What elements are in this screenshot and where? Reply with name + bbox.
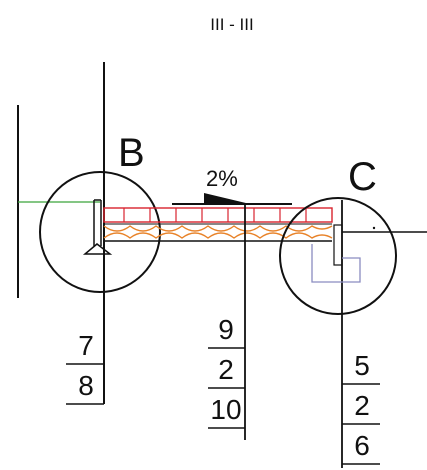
detail-b-callout-bottom: 8 [78,370,94,401]
detail-b-callout-top: 7 [78,330,94,361]
detail-b-label: B [118,131,145,175]
detail-c-label: C [348,155,377,199]
edge-detail [311,200,427,468]
callout-frame-center [208,347,245,429]
detail-c-circle [279,197,397,315]
slab-assembly [103,207,333,242]
detail-c-callout-bottom: 6 [354,430,370,461]
detail-c-callout-middle: 2 [354,390,370,421]
anchor-bracket [82,199,113,255]
callout-frame-c [342,383,380,465]
center-callout-top: 9 [218,314,234,345]
slope-indicator [172,193,292,205]
section-title: III - III [210,15,253,34]
callout-frame-b [66,363,104,405]
detail-c-callout-top: 5 [354,350,370,381]
detail-b-circle [39,171,161,293]
center-callout-bottom: 10 [210,394,241,425]
slope-label: 2% [206,166,238,191]
center-callout-middle: 2 [218,354,234,385]
